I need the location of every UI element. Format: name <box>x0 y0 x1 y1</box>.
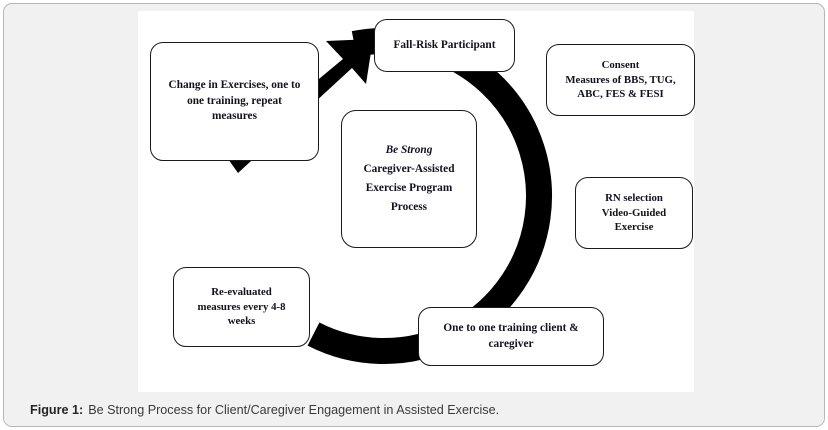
node-line: Measures of BBS, TUG, <box>565 73 676 86</box>
node-line: Fall-Risk Participant <box>393 38 496 51</box>
figure-caption: Figure 1: Be Strong Process for Client/C… <box>4 392 824 426</box>
figure-caption-label: Figure 1: <box>30 403 84 417</box>
node-line: Video-Guided <box>601 206 667 219</box>
node-line: measures <box>212 110 257 123</box>
node-line: Consent <box>601 58 640 71</box>
center-line-3: Exercise Program <box>365 181 453 194</box>
figure-panel: Be Strong Caregiver-Assisted Exercise Pr… <box>3 3 825 427</box>
center-line-2: Caregiver-Assisted <box>363 162 455 175</box>
node-change-in-exercises: Change in Exercises, one to one training… <box>150 42 319 161</box>
node-one-to-one-training: One to one training client & caregiver <box>418 307 604 366</box>
node-fall-risk-participant: Fall-Risk Participant <box>374 19 515 72</box>
figure-canvas: Be Strong Caregiver-Assisted Exercise Pr… <box>138 11 695 392</box>
node-line: Exercise <box>614 221 654 234</box>
node-line: ABC, FES & FESI <box>577 88 664 101</box>
node-line: RN selection <box>605 191 663 204</box>
node-line: measures every 4-8 <box>197 300 286 313</box>
node-re-evaluated-measures: Re-evaluated measures every 4-8 weeks <box>173 267 310 347</box>
node-line: one training, repeat <box>187 94 282 107</box>
node-rn-selection: RN selection Video-Guided Exercise <box>575 177 693 249</box>
node-line: caregiver <box>488 337 534 350</box>
figure-caption-text: Be Strong Process for Client/Caregiver E… <box>88 403 500 417</box>
node-line: Re-evaluated <box>211 285 272 298</box>
node-line: One to one training client & <box>443 321 579 334</box>
center-line-4: Process <box>390 200 428 213</box>
node-consent-measures: Consent Measures of BBS, TUG, ABC, FES &… <box>546 44 695 116</box>
center-process-box: Be Strong Caregiver-Assisted Exercise Pr… <box>341 110 477 248</box>
node-line: weeks <box>227 315 256 328</box>
node-line: Change in Exercises, one to <box>168 79 301 92</box>
center-line-1: Be Strong <box>385 143 433 156</box>
